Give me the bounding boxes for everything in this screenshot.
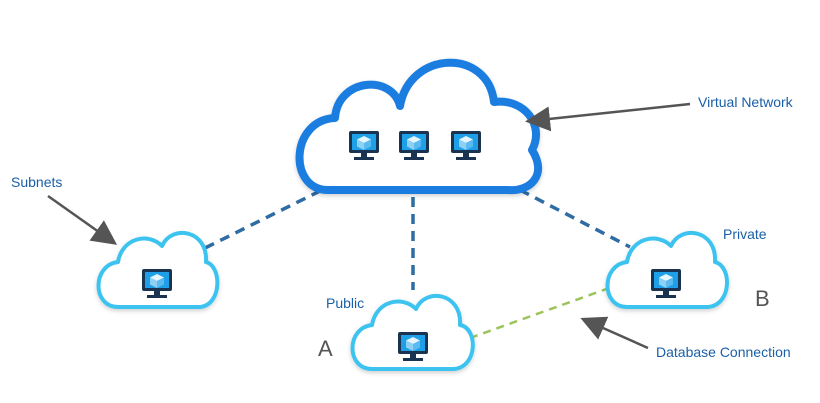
- private-label: Private: [723, 226, 767, 242]
- virtual-network-label: Virtual Network: [698, 94, 793, 110]
- link-database: [469, 285, 613, 340]
- database-connection-label: Database Connection: [656, 344, 791, 360]
- link-subnet-private: [519, 188, 631, 249]
- link-subnet-left: [204, 188, 323, 250]
- subnets-label: Subnets: [11, 174, 63, 190]
- arrow-database-icon: [580, 316, 649, 350]
- subnet-a-label: A: [318, 336, 333, 361]
- public-label: Public: [326, 295, 365, 311]
- arrow-subnets-icon: [47, 194, 118, 245]
- subnet-b-label: B: [755, 286, 770, 311]
- arrow-virtual-network-icon: [525, 102, 691, 132]
- main-cloud-icon: [295, 58, 542, 195]
